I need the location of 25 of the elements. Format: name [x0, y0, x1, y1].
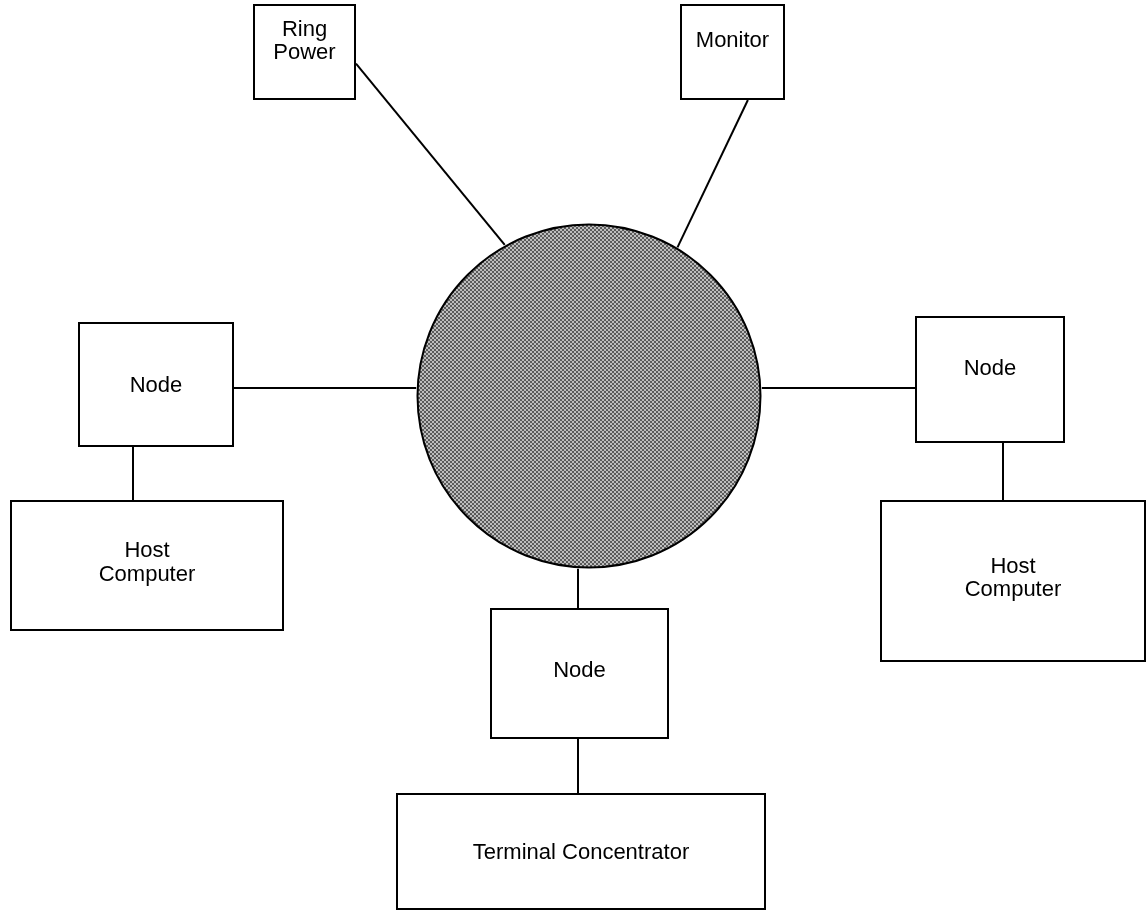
component-box — [396, 793, 766, 910]
box-label: Host Computer — [97, 538, 197, 585]
box-label: Terminal Concentrator — [472, 839, 690, 864]
box-label: Monitor — [695, 28, 770, 52]
box-label: Ring Power — [272, 16, 337, 64]
component-box — [78, 322, 234, 447]
component-box — [680, 4, 785, 100]
connector-line — [760, 387, 916, 389]
component-box — [490, 608, 669, 739]
component-box — [915, 316, 1065, 443]
connector-line — [355, 62, 506, 246]
box-label: Node — [129, 372, 183, 397]
box-label: Node — [553, 657, 606, 682]
connector-line — [233, 387, 418, 389]
connector-line — [132, 446, 134, 501]
connector-line — [577, 567, 579, 609]
component-box — [880, 500, 1146, 662]
component-box — [10, 500, 284, 631]
connector-line — [676, 99, 749, 249]
connector-line — [1002, 442, 1004, 501]
box-label: Node — [963, 355, 1017, 380]
box-label: Host Computer — [963, 553, 1063, 601]
ring-circle — [416, 223, 762, 569]
connector-line — [577, 738, 579, 794]
component-box — [253, 4, 356, 100]
